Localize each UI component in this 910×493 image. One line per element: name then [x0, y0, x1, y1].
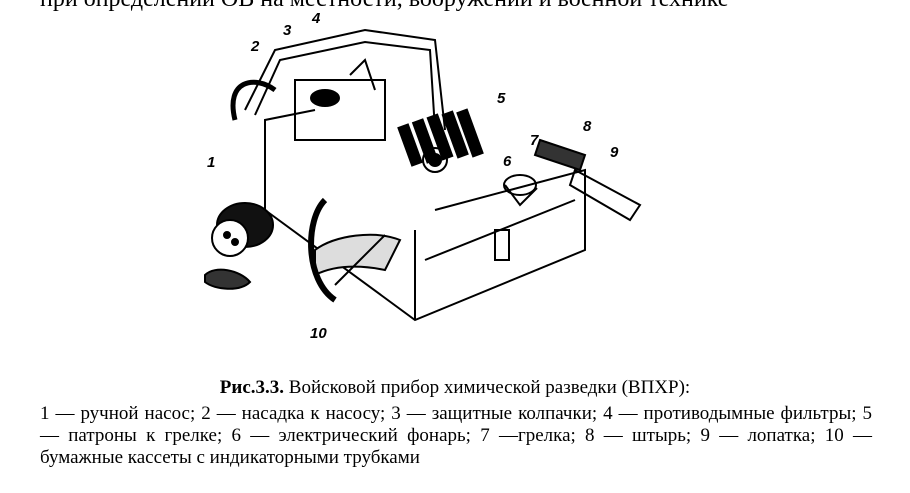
callout-9: 9: [610, 144, 619, 161]
cutoff-heading-line: при определении ОВ на местности, вооруже…: [40, 0, 900, 13]
figure-caption-title: Рис.3.3. Войсковой прибор химической раз…: [0, 377, 910, 399]
callout-10: 10: [310, 325, 327, 342]
callout-3: 3: [283, 22, 292, 39]
figure-title: Войсковой прибор химической разведки (ВП…: [288, 377, 691, 398]
callout-8: 8: [583, 118, 592, 135]
figure-label: Рис.3.3.: [219, 377, 285, 398]
callout-5: 5: [497, 90, 506, 107]
figure-legend: 1 — ручной насос; 2 — насадка к насосу; …: [40, 403, 872, 468]
callout-6: 6: [503, 153, 512, 170]
callout-4: 4: [312, 10, 321, 27]
callout-1: 1: [207, 154, 216, 171]
callout-2: 2: [251, 38, 260, 55]
vphr-device-illustration: 1 2 3 4 5 6 7 8 9 10: [185, 10, 655, 360]
device-drawing: [204, 28, 642, 322]
callout-7: 7: [530, 132, 539, 149]
